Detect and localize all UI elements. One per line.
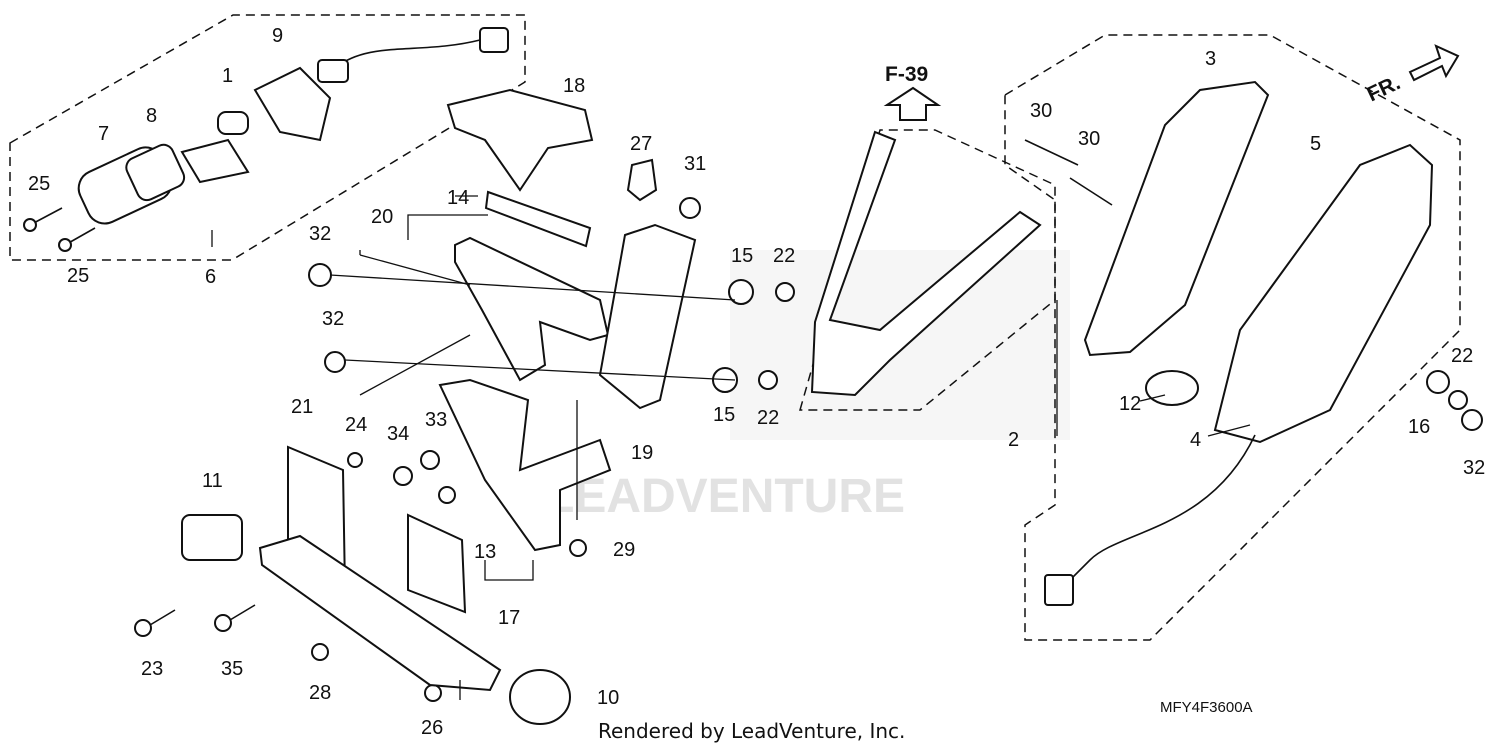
label-22c: 22	[1451, 345, 1473, 367]
section-reference: F-39	[885, 63, 928, 86]
screw-30b	[1069, 177, 1113, 206]
front-direction-arrow-icon	[1408, 44, 1460, 82]
stay-group-box	[799, 129, 1056, 411]
grommet-16	[1426, 370, 1450, 394]
stay-20	[454, 236, 610, 382]
lens-3	[1083, 80, 1270, 357]
collar-13	[438, 486, 456, 504]
tail-light-connector	[1044, 574, 1074, 606]
label-29: 29	[613, 539, 635, 561]
label-4: 4	[1190, 429, 1201, 451]
label-32a: 32	[309, 223, 331, 245]
tail-light-group-box	[1004, 34, 1461, 641]
nut-32a	[308, 263, 332, 287]
label-30b: 30	[1078, 128, 1100, 150]
label-25a: 25	[28, 173, 50, 195]
label-14: 14	[447, 187, 469, 209]
label-28: 28	[309, 682, 331, 704]
label-16: 16	[1408, 416, 1430, 438]
bulb-12	[1145, 370, 1199, 406]
bolt-35	[214, 604, 256, 632]
washer-34	[393, 466, 413, 486]
label-9: 9	[272, 25, 283, 47]
screw-25b	[58, 227, 96, 252]
reflector-10	[509, 669, 571, 725]
label-1: 1	[222, 65, 233, 87]
rear-cover-18	[446, 88, 594, 192]
watermark-text: LEADVENTURE	[545, 470, 905, 523]
bolt-24	[347, 452, 363, 468]
label-23: 23	[141, 658, 163, 680]
part-labels: 1 2 3 4 5 6 7 8 9 10 11 12 13 14 15 15 1…	[28, 25, 1485, 739]
nut-32b	[324, 351, 346, 373]
label-35: 35	[221, 658, 243, 680]
credit-line: Rendered by LeadVenture, Inc.	[598, 719, 905, 743]
bracket-19	[598, 223, 697, 410]
label-7: 7	[98, 123, 109, 145]
screw-25a	[23, 207, 63, 232]
label-15a: 15	[731, 245, 753, 267]
license-light-assembly	[77, 27, 509, 225]
label-15b: 15	[713, 404, 735, 426]
label-32b: 32	[322, 308, 344, 330]
label-32c: 32	[1463, 457, 1485, 479]
label-27: 27	[630, 133, 652, 155]
label-30a: 30	[1030, 100, 1052, 122]
label-6: 6	[205, 266, 216, 288]
label-18: 18	[563, 75, 585, 97]
f39-arrow-icon	[883, 86, 942, 121]
nut-33	[420, 450, 440, 470]
collar-22c	[1448, 390, 1468, 410]
seal-14	[484, 190, 592, 248]
label-17: 17	[498, 607, 520, 629]
clip-27	[626, 158, 658, 202]
bolt-29	[569, 539, 587, 557]
license-light-group-box	[9, 14, 526, 261]
label-11: 11	[202, 470, 223, 492]
collar-22a	[775, 282, 795, 302]
leader-lines	[211, 195, 1251, 700]
label-24: 24	[345, 414, 367, 436]
label-8: 8	[146, 105, 157, 127]
clip-28	[311, 643, 329, 661]
nut-26	[424, 684, 442, 702]
tail-light-unit-5	[1213, 143, 1434, 444]
label-10: 10	[597, 687, 619, 709]
label-5: 5	[1310, 133, 1321, 155]
label-20: 20	[371, 206, 393, 228]
label-22b: 22	[757, 407, 779, 429]
label-31: 31	[684, 153, 706, 175]
diagram-code: MFY4F3600A	[1160, 699, 1253, 716]
label-13: 13	[474, 541, 496, 563]
label-22a: 22	[773, 245, 795, 267]
label-25b: 25	[67, 265, 89, 287]
watermark: LEADVENTURE	[545, 250, 1070, 523]
grommet-15a	[728, 279, 754, 305]
collar-22b	[758, 370, 778, 390]
label-34: 34	[387, 423, 409, 445]
screw-30a	[1024, 139, 1079, 166]
label-3: 3	[1205, 48, 1216, 70]
label-12: 12	[1119, 393, 1141, 415]
nut-32c	[1461, 409, 1483, 431]
label-33: 33	[425, 409, 447, 431]
front-direction-label: FR.	[1364, 71, 1404, 106]
stay-assembly	[810, 130, 1042, 397]
nut-31	[679, 197, 701, 219]
label-19: 19	[631, 442, 653, 464]
license-bracket	[181, 445, 502, 692]
tail-light-cable	[1059, 434, 1256, 591]
bolt-23	[134, 609, 176, 637]
mudguard-17	[438, 378, 612, 552]
label-2: 2	[1008, 429, 1019, 451]
label-21: 21	[291, 396, 313, 418]
label-26: 26	[421, 717, 443, 739]
